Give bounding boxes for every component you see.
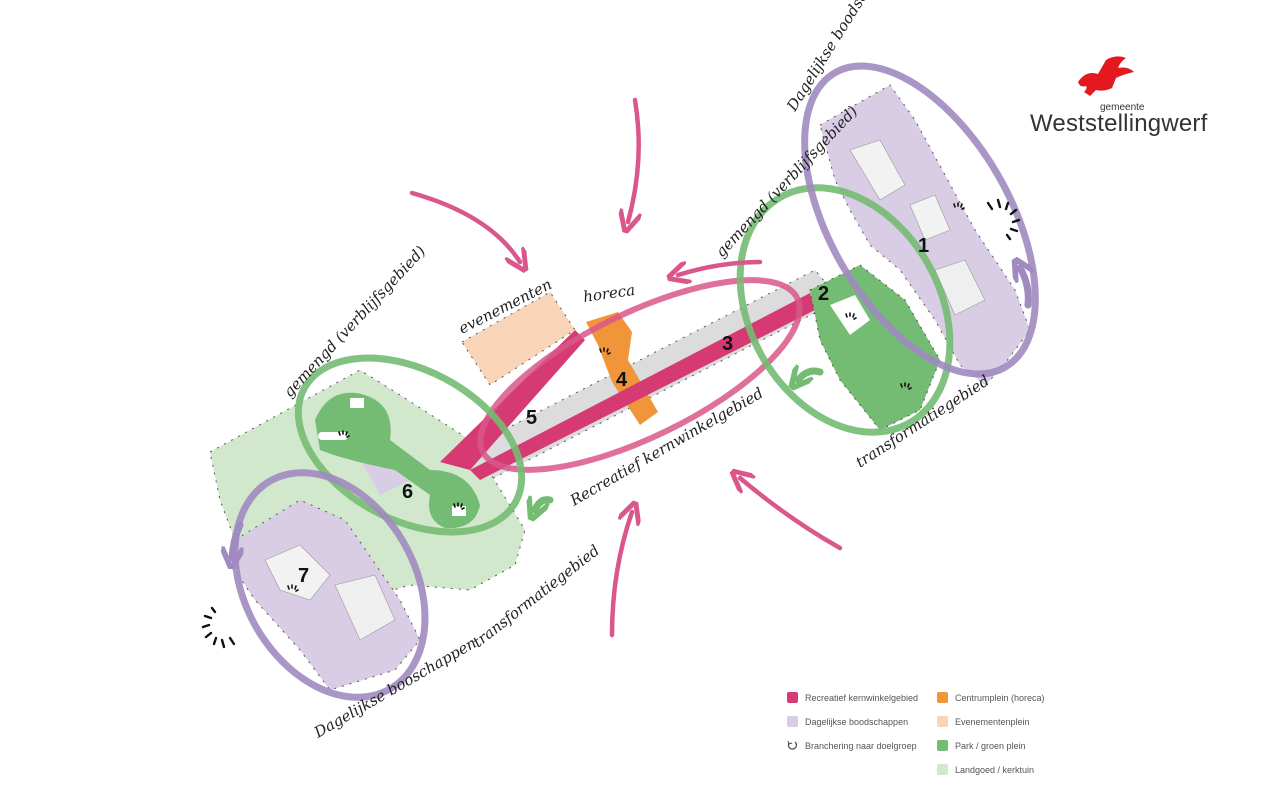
- legend-swatch-events: [937, 716, 948, 727]
- legend-item-core: Recreatief kernwinkelgebied: [787, 692, 918, 703]
- flow-arrows: [409, 97, 843, 638]
- core-shopping-street: [440, 293, 815, 480]
- purple-arrow-east: [1020, 268, 1028, 309]
- legend-label-center: Centrumplein (horeca): [955, 692, 1045, 703]
- legend-item-daily: Dagelijkse boodschappen: [787, 716, 908, 727]
- legend-swatch-estate: [937, 764, 948, 775]
- logo-subtitle: gemeente: [1100, 102, 1145, 113]
- curved-arrow-icon: [787, 740, 798, 751]
- arrow-from-south: [609, 512, 632, 638]
- area-number-5: 5: [526, 407, 537, 429]
- legend-swatch-center: [937, 692, 948, 703]
- area-number-6: 6: [402, 481, 413, 503]
- label-horeca: horeca: [582, 281, 636, 306]
- core-ring: [477, 277, 803, 473]
- area-number-2: 2: [818, 283, 829, 305]
- arrow-from-southeast: [740, 478, 843, 551]
- area-number-7: 7: [298, 565, 309, 587]
- burst-west: [201, 606, 236, 649]
- legend-label-park: Park / groen plein: [955, 740, 1026, 751]
- purple-arrow-west: [232, 521, 240, 558]
- legend-label-events: Evenementenplein: [955, 716, 1030, 727]
- legend-item-events: Evenementenplein: [937, 716, 1030, 727]
- red-griffin-logo-icon: [1078, 56, 1134, 96]
- green-arrow-west: [535, 500, 554, 510]
- green-arrow-east: [798, 371, 824, 380]
- daily-ring-west: [231, 469, 429, 701]
- mixed-ring-west: [294, 354, 526, 536]
- legend-label-daily: Dagelijkse boodschappen: [805, 716, 909, 727]
- events-plaza: [461, 291, 576, 386]
- logo-title: Weststellingwerf: [1030, 110, 1208, 137]
- branching-markers: [201, 198, 1021, 649]
- arrow-to-core-west: [678, 259, 763, 275]
- legend-swatch-daily: [787, 716, 798, 727]
- daily-area-east: [819, 84, 1031, 386]
- legend-item-estate: Landgoed / kerktuin: [937, 764, 1034, 775]
- legend-item-park: Park / groen plein: [937, 740, 1026, 751]
- legend-swatch-core: [787, 692, 798, 703]
- legend-label-estate: Landgoed / kerktuin: [955, 764, 1035, 775]
- legend-label-core: Recreatief kernwinkelgebied: [805, 692, 919, 703]
- transform-ring-east: [736, 184, 954, 436]
- rings: [231, 62, 1039, 701]
- arrow-from-north: [628, 97, 639, 222]
- legend-item-center: Centrumplein (horeca): [937, 692, 1045, 703]
- map-legend: Recreatief kernwinkelgebied Dagelijkse b…: [787, 690, 1087, 782]
- area-number-4: 4: [616, 369, 628, 391]
- area-number-3: 3: [722, 333, 733, 355]
- area-number-1: 1: [918, 235, 929, 257]
- rotation-arrows: [232, 268, 1028, 558]
- arrow-from-northwest: [409, 190, 520, 262]
- daily-ring-east: [801, 62, 1039, 378]
- area-numbers: 1 2 3 4 5 6 7: [298, 235, 929, 587]
- small-branching-icons: [287, 202, 965, 592]
- legend-swatch-park: [937, 740, 948, 751]
- legend-item-branching: Branchering naar doelgroep: [787, 740, 917, 751]
- legend-label-branching: Branchering naar doelgroep: [805, 740, 917, 751]
- burst-east: [986, 198, 1021, 241]
